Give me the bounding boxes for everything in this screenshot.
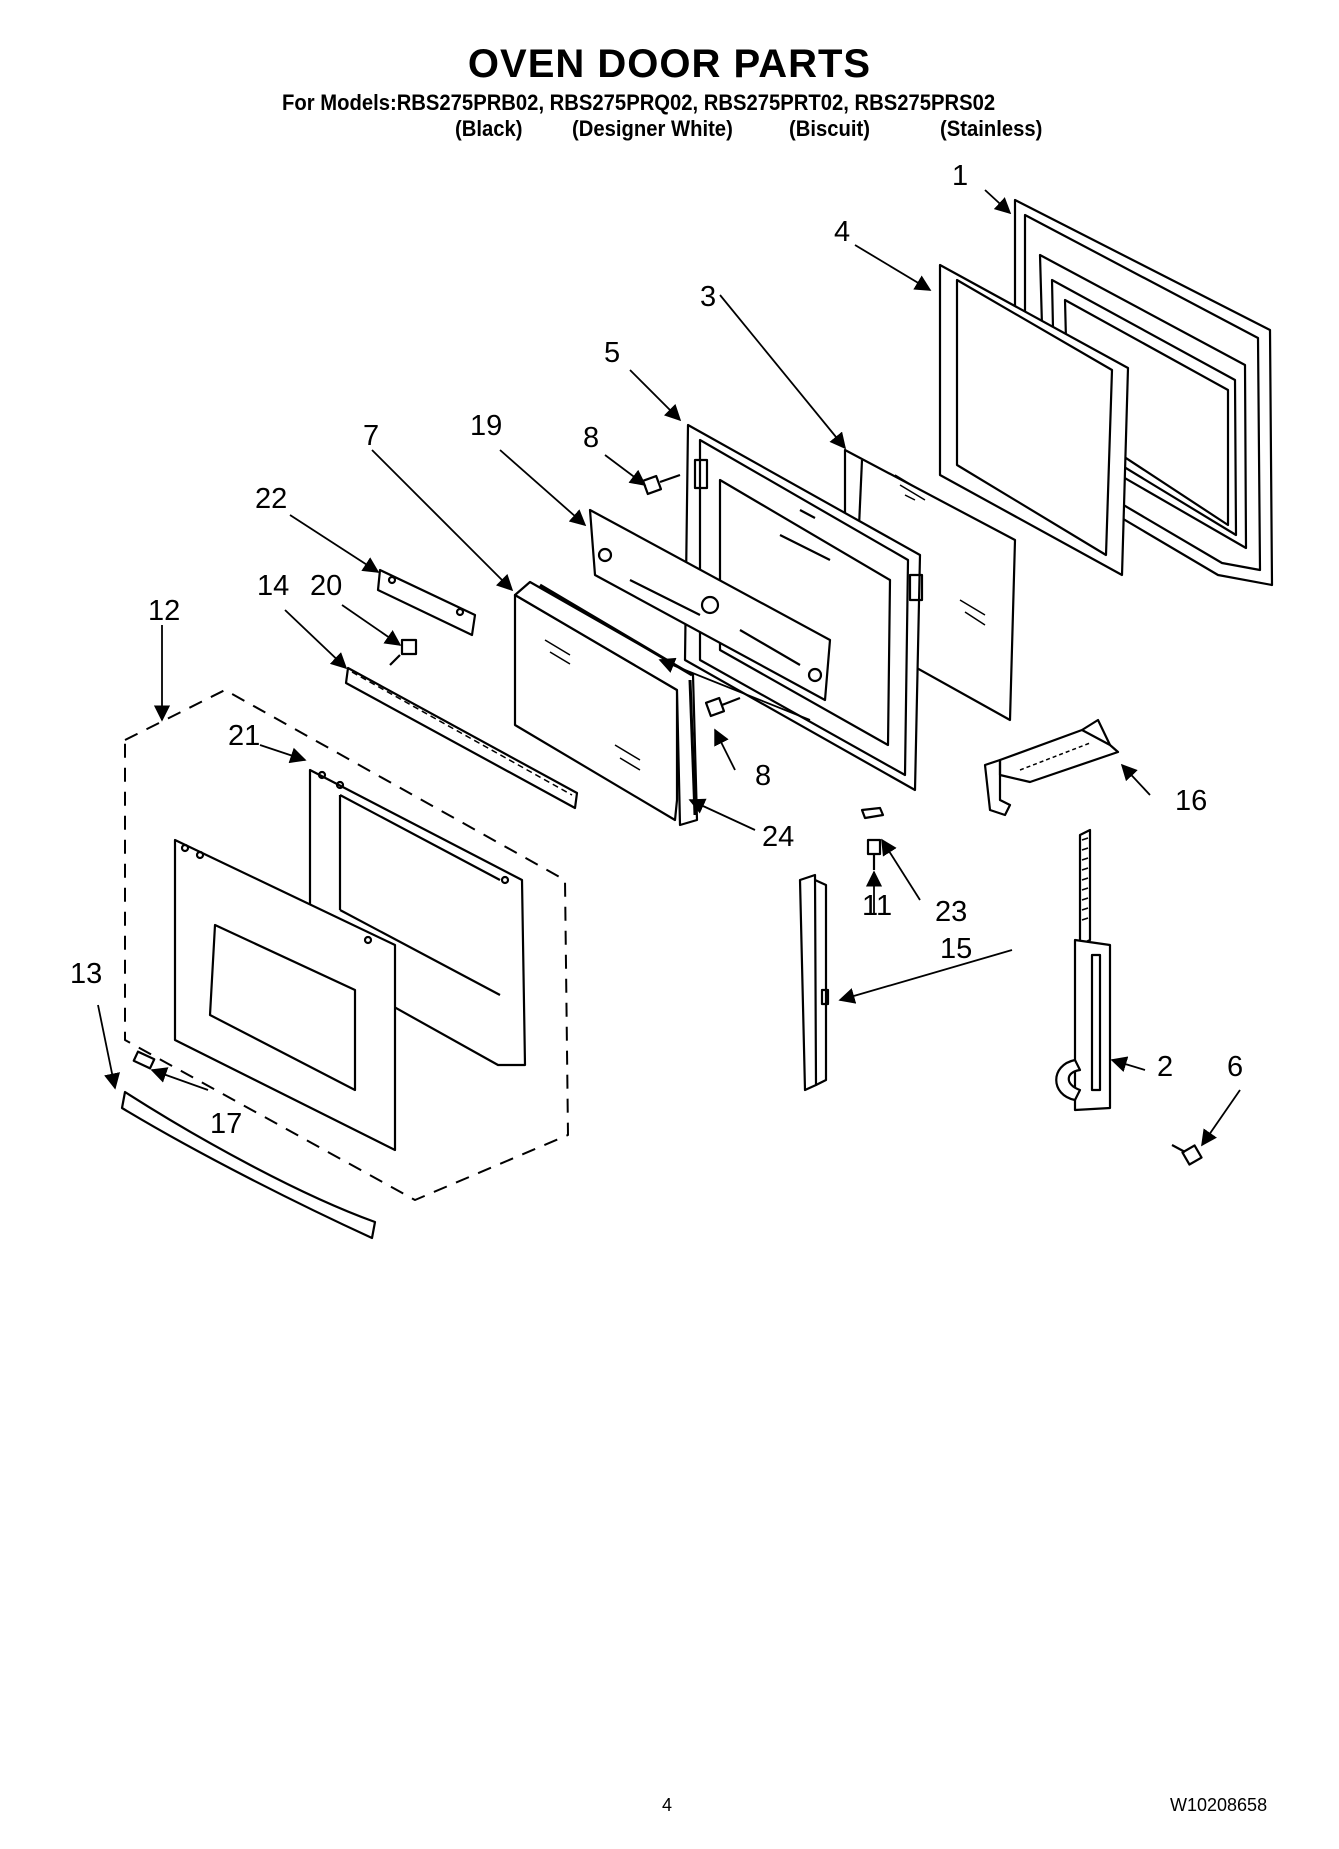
callout-13: 13 bbox=[70, 958, 103, 990]
callout-8-lower: 8 bbox=[755, 760, 772, 792]
part-19-glass-retainer bbox=[588, 508, 832, 702]
callout-21: 21 bbox=[228, 720, 261, 752]
callout-6: 6 bbox=[1227, 1051, 1244, 1083]
callout-8-upper: 8 bbox=[583, 422, 600, 454]
page-title: OVEN DOOR PARTS bbox=[467, 42, 872, 86]
part-11-screw bbox=[866, 838, 882, 870]
part-23-clip bbox=[860, 806, 885, 820]
callout-11: 11 bbox=[862, 890, 893, 922]
callout-2: 2 bbox=[1157, 1051, 1174, 1083]
document-number: W10208658 bbox=[1170, 1795, 1268, 1815]
part-4-door-liner bbox=[938, 263, 1130, 577]
part-12-door-outer-panel bbox=[173, 838, 397, 1152]
callout-4: 4 bbox=[834, 216, 851, 248]
callout-7: 7 bbox=[363, 420, 380, 452]
callout-17: 17 bbox=[210, 1108, 243, 1140]
callout-12: 12 bbox=[148, 595, 181, 627]
callout-24: 24 bbox=[762, 821, 795, 853]
part-8-screw-lower bbox=[704, 696, 741, 718]
callout-1: 1 bbox=[952, 160, 969, 192]
part-8-screw-upper bbox=[641, 473, 681, 496]
callout-23: 23 bbox=[935, 896, 968, 928]
callout-22: 22 bbox=[255, 483, 288, 515]
variant-black: (Black) bbox=[455, 116, 523, 141]
callout-20: 20 bbox=[310, 570, 343, 602]
variant-biscuit: (Biscuit) bbox=[789, 116, 870, 141]
part-20-screw bbox=[389, 638, 418, 666]
part-17-clip bbox=[132, 1050, 156, 1070]
callout-16: 16 bbox=[1175, 785, 1208, 817]
callout-15: 15 bbox=[940, 933, 973, 965]
variant-designer-white: (Designer White) bbox=[572, 116, 733, 141]
part-22-bracket bbox=[376, 568, 477, 637]
part-14-channel bbox=[344, 666, 579, 810]
callout-5: 5 bbox=[604, 337, 621, 369]
leader-arrows bbox=[97, 189, 1241, 1147]
part-2-hinge bbox=[1055, 828, 1112, 1112]
part-6-screw bbox=[1171, 1144, 1203, 1166]
page-number: 4 bbox=[662, 1795, 673, 1815]
part-16-hinge-bracket bbox=[983, 718, 1120, 817]
part-12-outer-door-assembly-outline bbox=[124, 689, 569, 1201]
variant-stainless: (Stainless) bbox=[940, 116, 1043, 141]
part-13-handle bbox=[120, 1090, 377, 1240]
callout-19: 19 bbox=[470, 410, 503, 442]
callout-14: 14 bbox=[257, 570, 290, 602]
models-line: For Models:RBS275PRB02, RBS275PRQ02, RBS… bbox=[282, 90, 996, 115]
callout-3: 3 bbox=[700, 281, 717, 313]
part-15-latch-bar bbox=[798, 873, 830, 1092]
